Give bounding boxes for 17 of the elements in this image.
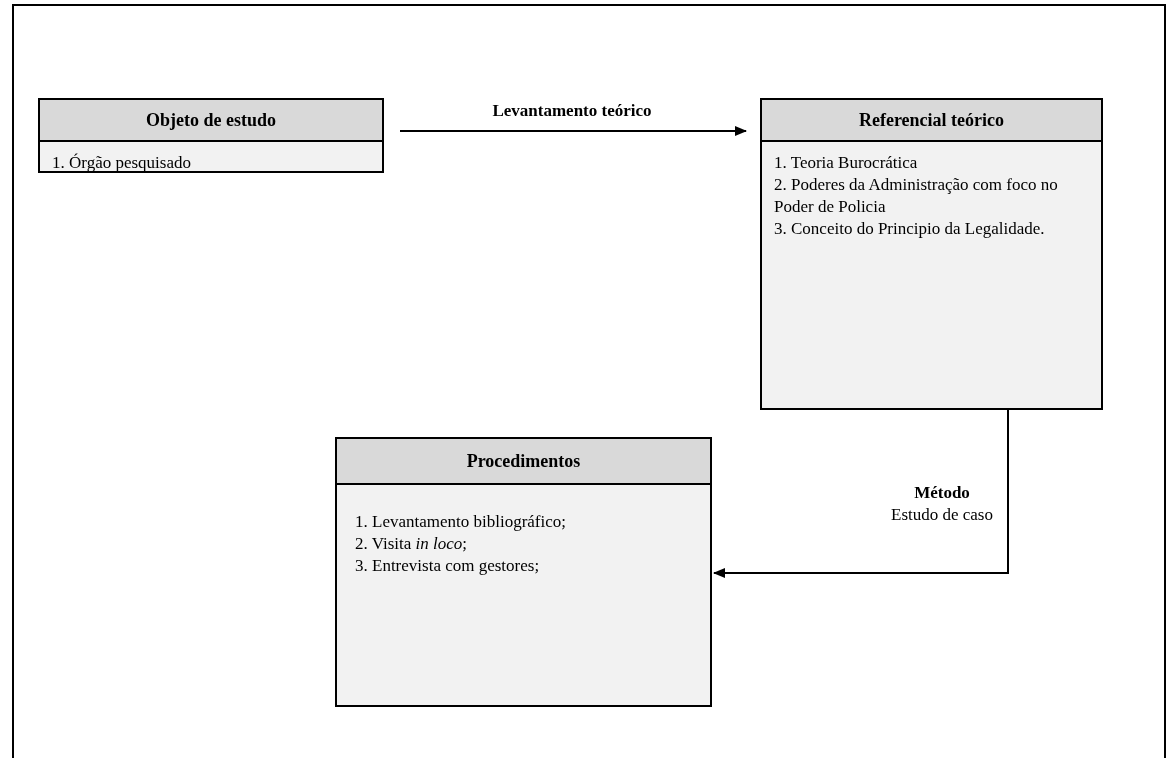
list-item: 1. Levantamento bibliográfico; xyxy=(355,511,567,533)
list-item: 1. Órgão pesquisado xyxy=(52,152,192,174)
box-title: Referencial teórico xyxy=(858,108,1005,132)
list-item: 3. Entrevista com gestores; xyxy=(355,555,541,577)
arrow xyxy=(713,409,1009,578)
process-box xyxy=(335,437,712,707)
edge-label: Método Estudo de caso xyxy=(890,482,994,526)
list-item: 2. Poderes da Administração com foco no Poder de Policia xyxy=(774,174,1059,218)
box-title: Objeto de estudo xyxy=(146,108,276,132)
process-box xyxy=(760,98,1103,410)
list-item: 1. Teoria Burocrática xyxy=(774,152,919,174)
process-box xyxy=(38,98,384,173)
list-item: 2. Visita in loco; xyxy=(355,533,468,555)
list-item: 3. Conceito do Principio da Legalidade. xyxy=(774,218,1046,240)
box-title: Procedimentos xyxy=(466,449,581,473)
edge-label: Levantamento teórico xyxy=(491,100,653,122)
arrow xyxy=(399,126,747,136)
